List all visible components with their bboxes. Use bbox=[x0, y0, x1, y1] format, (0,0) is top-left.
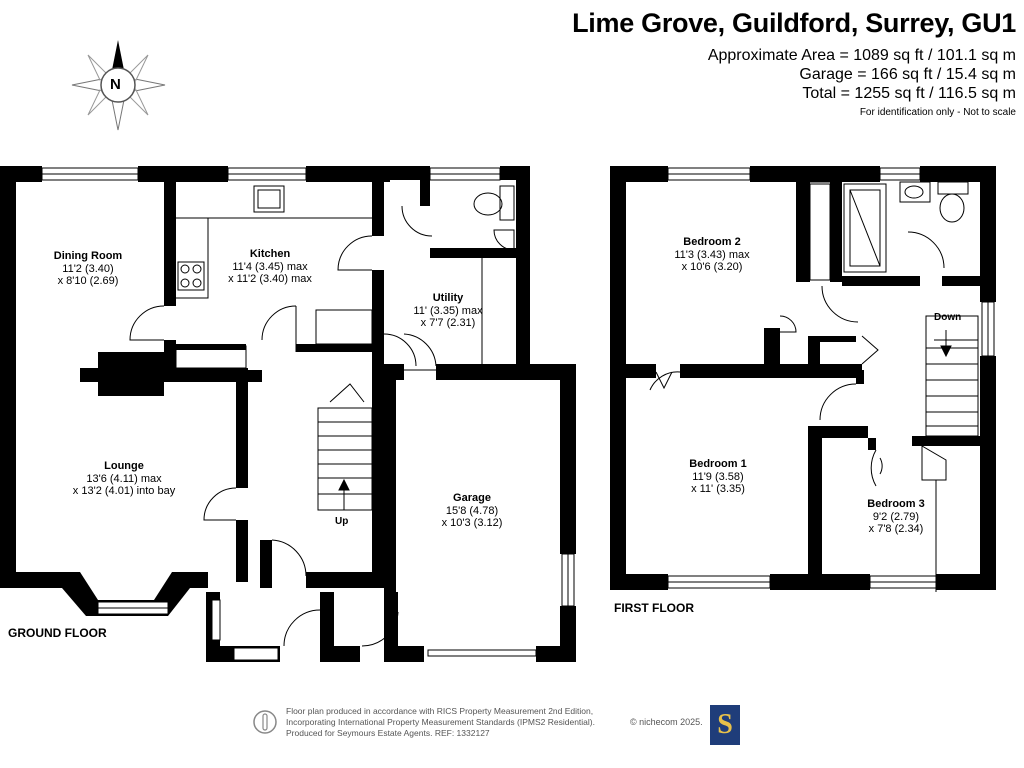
room-dim: 11' (3.35) max bbox=[413, 304, 483, 317]
seymours-logo: S bbox=[710, 705, 740, 745]
room-dim: x 7'7 (2.31) bbox=[420, 317, 476, 329]
room-bedroom-2: Bedroom 2 11'3 (3.43) max x 10'6 (3.20) bbox=[674, 236, 749, 274]
room-dim: x 11' (3.35) bbox=[691, 483, 745, 495]
room-name: Dining Room bbox=[53, 250, 123, 262]
room-dim: 15'8 (4.78) bbox=[445, 504, 499, 517]
room-name: Lounge bbox=[104, 460, 144, 472]
room-name: Utility bbox=[432, 292, 464, 304]
room-dim: x 7'8 (2.34) bbox=[868, 523, 924, 535]
room-lounge: Lounge 13'6 (4.11) max x 13'2 (4.01) int… bbox=[73, 460, 175, 498]
room-dim: x 11'2 (3.40) max bbox=[228, 273, 312, 285]
footer-line: Produced for Seymours Estate Agents. REF… bbox=[286, 728, 490, 738]
room-dim: x 10'6 (3.20) bbox=[681, 261, 743, 273]
first-floor-windows bbox=[667, 167, 995, 589]
first-floor-label: FIRST FLOOR bbox=[614, 601, 694, 615]
stairs-down-label: Down bbox=[934, 312, 962, 323]
ground-floor-fixtures bbox=[129, 185, 516, 647]
room-dining-room: Dining Room 11'2 (3.40) x 8'10 (2.69) bbox=[54, 250, 122, 288]
garage-area: Garage = 166 sq ft / 15.4 sq m bbox=[799, 66, 1016, 83]
footer-line: Incorporating International Property Mea… bbox=[286, 717, 595, 727]
approximate-area: Approximate Area = 1089 sq ft / 101.1 sq… bbox=[707, 47, 1016, 64]
room-dim: 11'4 (3.45) max bbox=[232, 260, 308, 273]
room-dim: 11'2 (3.40) bbox=[62, 262, 114, 275]
room-name: Kitchen bbox=[249, 248, 291, 260]
compass-north-label: N bbox=[110, 76, 121, 93]
room-dim: 9'2 (2.79) bbox=[872, 510, 920, 523]
ground-floor-windows bbox=[41, 167, 575, 661]
room-bedroom-3: Bedroom 3 9'2 (2.79) x 7'8 (2.34) bbox=[867, 498, 924, 536]
room-dim: x 8'10 (2.69) bbox=[57, 275, 119, 287]
room-bedroom-1: Bedroom 1 11'9 (3.58) x 11' (3.35) bbox=[689, 458, 746, 496]
room-dim: 11'3 (3.43) max bbox=[674, 248, 750, 261]
rics-icon bbox=[253, 710, 277, 734]
room-utility: Utility 11' (3.35) max x 7'7 (2.31) bbox=[413, 292, 482, 330]
room-kitchen: Kitchen 11'4 (3.45) max x 11'2 (3.40) ma… bbox=[228, 248, 312, 286]
footer-line: Floor plan produced in accordance with R… bbox=[286, 706, 594, 716]
stairs-up-label: Up bbox=[335, 516, 349, 527]
room-name: Bedroom 2 bbox=[683, 236, 741, 248]
room-dim: x 10'3 (3.12) bbox=[441, 517, 503, 529]
page-title: Lime Grove, Guildford, Surrey, GU1 bbox=[572, 8, 1016, 38]
room-dim: x 13'2 (4.01) into bay bbox=[72, 485, 176, 497]
room-dim: 11'9 (3.58) bbox=[692, 470, 744, 483]
room-dim: 13'6 (4.11) max bbox=[86, 472, 162, 485]
compass-icon bbox=[71, 40, 166, 131]
footer-brand: © nichecom 2025. bbox=[630, 717, 703, 727]
ground-floor-label: GROUND FLOOR bbox=[8, 626, 107, 640]
room-garage: Garage 15'8 (4.78) x 10'3 (3.12) bbox=[442, 492, 503, 530]
room-name: Garage bbox=[453, 492, 491, 504]
room-name: Bedroom 3 bbox=[867, 498, 925, 510]
ground-floor-walls bbox=[0, 166, 576, 662]
first-floor-fixtures bbox=[649, 181, 979, 592]
disclaimer: For identification only - Not to scale bbox=[859, 107, 1016, 118]
room-name: Bedroom 1 bbox=[689, 458, 747, 470]
total-area: Total = 1255 sq ft / 116.5 sq m bbox=[802, 85, 1016, 102]
first-floor-walls bbox=[610, 166, 996, 590]
footer-text: Floor plan produced in accordance with R… bbox=[286, 706, 595, 739]
